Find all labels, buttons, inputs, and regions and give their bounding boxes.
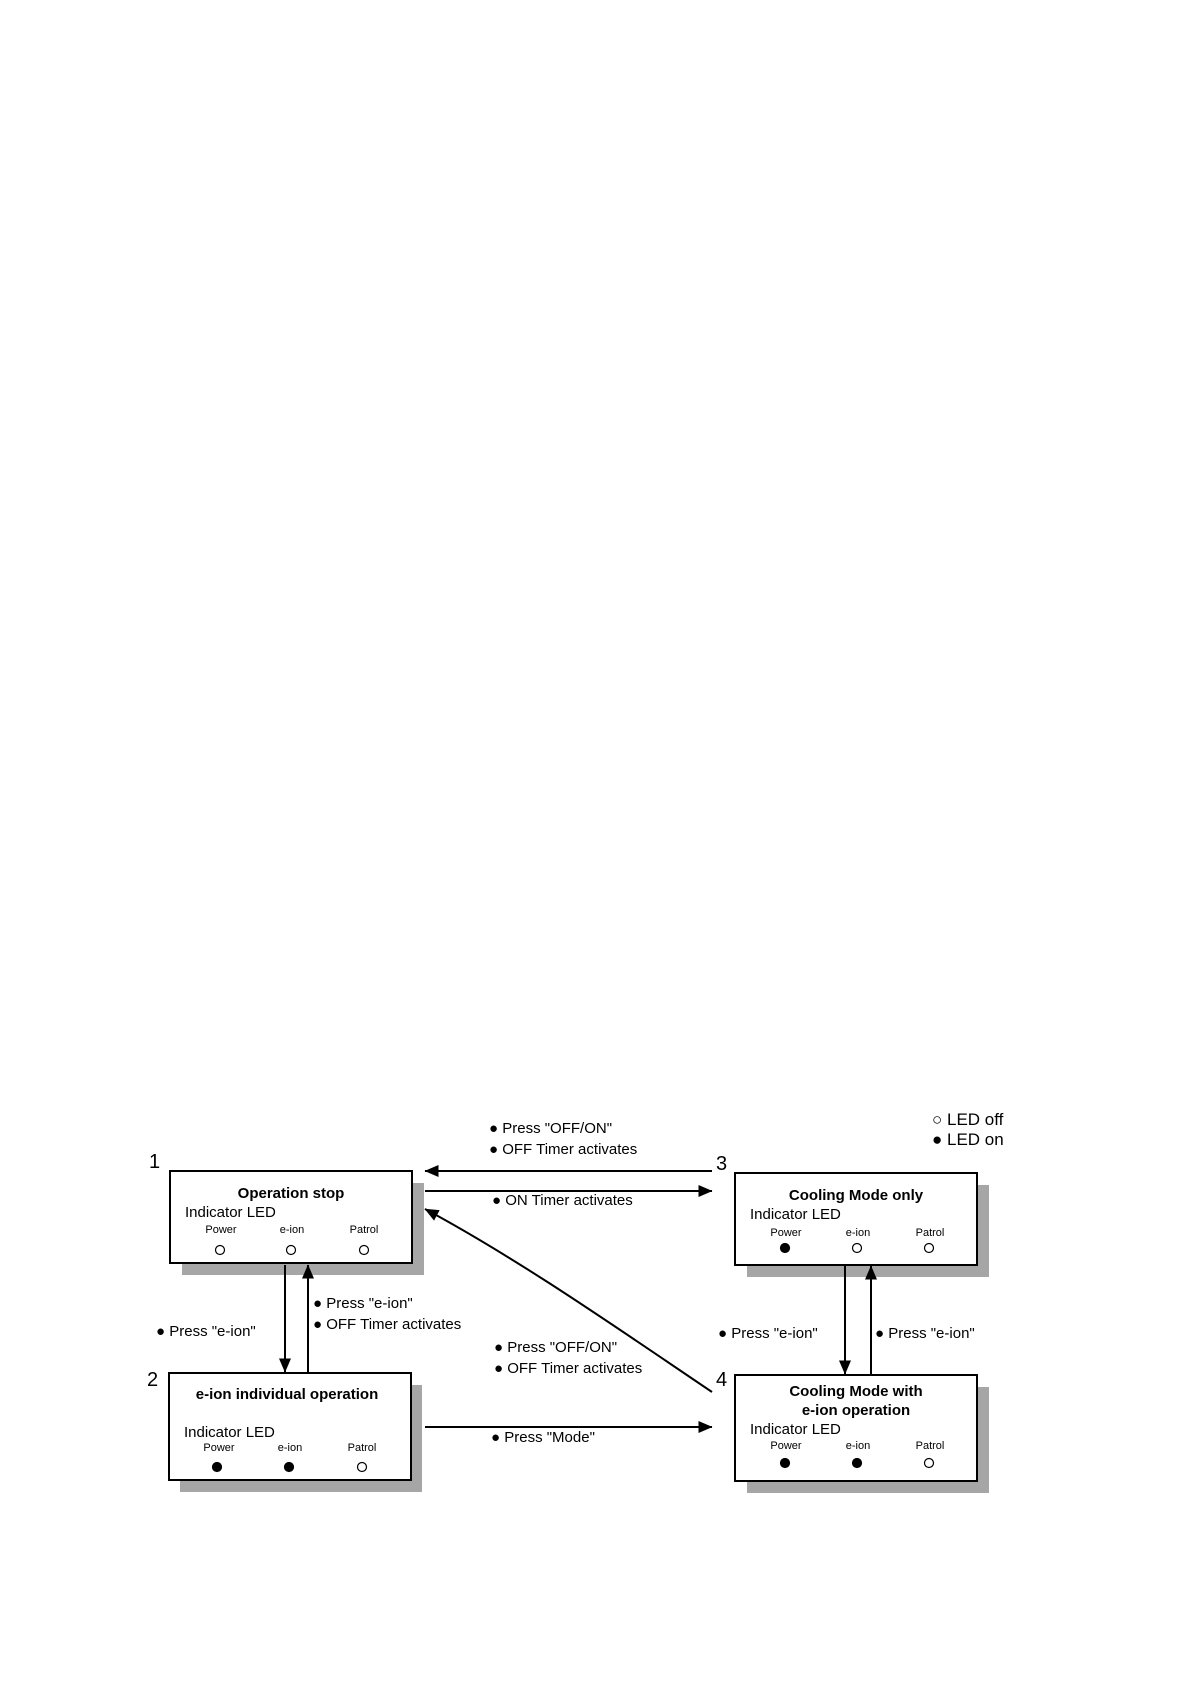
state-4-cooling-mode-with-e-ion: 4 Cooling Mode with e-ion operation Indi… xyxy=(716,1369,989,1493)
transition-1-to-2: ● Press "e-ion" xyxy=(156,1265,291,1373)
indicator-led-label: Indicator LED xyxy=(184,1424,275,1441)
state-title-line-1: Cooling Mode with xyxy=(789,1383,922,1400)
led-label-e-ion: e-ion xyxy=(846,1227,870,1239)
transition-label: ● Press "OFF/ON" xyxy=(489,1120,612,1137)
legend-led-off: ○ LED off xyxy=(932,1110,1004,1129)
state-number: 3 xyxy=(716,1153,727,1175)
legend-led-on: ● LED on xyxy=(932,1130,1004,1149)
led-label-patrol: Patrol xyxy=(916,1440,945,1452)
state-2-e-ion-individual-operation: 2 e-ion individual operation Indicator L… xyxy=(147,1369,422,1492)
state-1-operation-stop: 1 Operation stop Indicator LED Power e-i… xyxy=(149,1151,424,1275)
led-e-ion-indicator xyxy=(285,1244,297,1256)
transition-label: ● Press "Mode" xyxy=(491,1429,595,1446)
led-label-e-ion: e-ion xyxy=(846,1440,870,1452)
transition-label: ● Press "e-ion" xyxy=(875,1325,975,1342)
led-power-indicator xyxy=(211,1461,223,1473)
led-e-ion-indicator xyxy=(851,1457,863,1469)
indicator-led-label: Indicator LED xyxy=(750,1421,841,1438)
transition-1-to-3: ● ON Timer activates xyxy=(425,1185,713,1209)
led-label-power: Power xyxy=(205,1224,237,1236)
state-3-cooling-mode-only: 3 Cooling Mode only Indicator LED Power … xyxy=(716,1153,989,1277)
transition-label: ● OFF Timer activates xyxy=(489,1141,637,1158)
transition-3-to-4: ● Press "e-ion" xyxy=(718,1266,851,1375)
indicator-led-label: Indicator LED xyxy=(185,1204,276,1221)
led-e-ion-indicator xyxy=(283,1461,295,1473)
state-number: 4 xyxy=(716,1369,727,1391)
state-title: e-ion individual operation xyxy=(196,1386,379,1403)
state-title: Operation stop xyxy=(238,1185,345,1202)
transition-label: ● Press "e-ion" xyxy=(718,1325,818,1342)
led-label-e-ion: e-ion xyxy=(280,1224,304,1236)
led-patrol-indicator xyxy=(923,1457,935,1469)
state-number: 2 xyxy=(147,1369,158,1391)
indicator-led-label: Indicator LED xyxy=(750,1206,841,1223)
led-label-patrol: Patrol xyxy=(350,1224,379,1236)
transition-4-to-1: ● Press "OFF/ON" ● OFF Timer activates xyxy=(424,1208,713,1393)
transition-label: ● Press "e-ion" xyxy=(156,1323,256,1340)
transition-label: ● OFF Timer activates xyxy=(313,1316,461,1333)
transition-2-to-1: ● Press "e-ion" ● OFF Timer activates xyxy=(302,1264,461,1372)
transition-2-to-4: ● Press "Mode" xyxy=(425,1421,713,1446)
led-label-patrol: Patrol xyxy=(348,1442,377,1454)
transition-label: ● ON Timer activates xyxy=(492,1192,633,1209)
transition-label: ● Press "e-ion" xyxy=(313,1295,413,1312)
led-power-indicator xyxy=(779,1457,791,1469)
led-label-power: Power xyxy=(203,1442,235,1454)
transition-4-to-3: ● Press "e-ion" xyxy=(865,1265,975,1374)
state-number: 1 xyxy=(149,1151,160,1173)
led-label-patrol: Patrol xyxy=(916,1227,945,1239)
led-power-indicator xyxy=(214,1244,226,1256)
led-patrol-indicator xyxy=(358,1244,370,1256)
led-patrol-indicator xyxy=(923,1242,935,1254)
transition-label: ● Press "OFF/ON" xyxy=(494,1339,617,1356)
led-power-indicator xyxy=(779,1242,791,1254)
legend: ○ LED off ● LED on xyxy=(932,1110,1004,1149)
state-title-line-2: e-ion operation xyxy=(802,1402,910,1419)
arrow xyxy=(424,1208,713,1393)
led-label-power: Power xyxy=(770,1440,802,1452)
led-e-ion-indicator xyxy=(851,1242,863,1254)
transition-3-to-1: ● Press "OFF/ON" ● OFF Timer activates xyxy=(424,1120,712,1177)
state-title: Cooling Mode only xyxy=(789,1187,924,1204)
led-patrol-indicator xyxy=(356,1461,368,1473)
led-label-e-ion: e-ion xyxy=(278,1442,302,1454)
led-label-power: Power xyxy=(770,1227,802,1239)
transition-label: ● OFF Timer activates xyxy=(494,1360,642,1377)
